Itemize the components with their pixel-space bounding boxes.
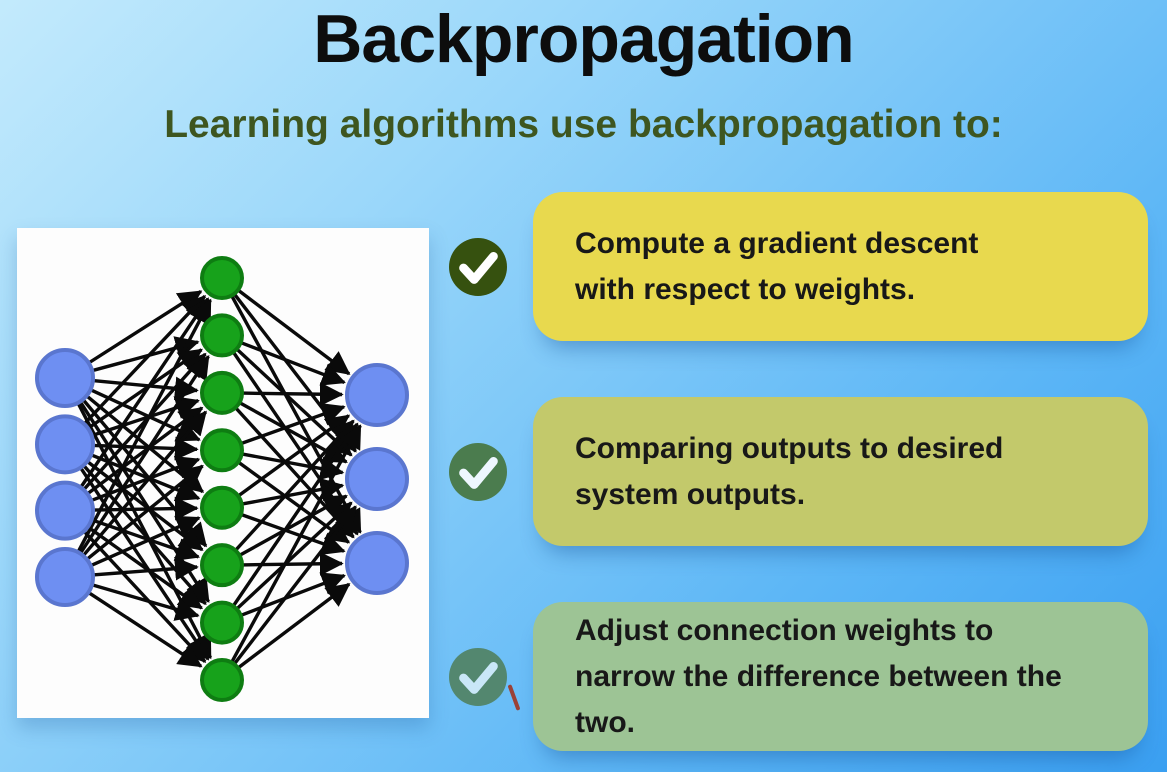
points-list: Compute a gradient descent with respect … bbox=[449, 192, 1148, 751]
neural-network-svg bbox=[35, 256, 409, 702]
point-text-line: with respect to weights. bbox=[575, 272, 916, 306]
check-icon bbox=[449, 442, 507, 501]
point-card: Comparing outputs to desired system outp… bbox=[533, 397, 1148, 546]
page-subtitle: Learning algorithms use backpropagation … bbox=[164, 103, 1003, 146]
point-row-3: Adjust connection weights to narrow the … bbox=[449, 602, 1148, 751]
point-text-line: Adjust connection weights to bbox=[575, 613, 994, 647]
point-text-line: Comparing outputs to desired bbox=[575, 431, 1004, 465]
check-icon bbox=[449, 237, 507, 296]
point-text-line: narrow the difference between the bbox=[575, 659, 1062, 693]
checkmark-glyph bbox=[459, 661, 498, 694]
point-row-1: Compute a gradient descent with respect … bbox=[449, 192, 1148, 341]
neural-network-diagram bbox=[17, 228, 429, 718]
point-row-2: Comparing outputs to desired system outp… bbox=[449, 397, 1148, 546]
point-text-line: two. bbox=[575, 705, 635, 739]
point-text-line: Compute a gradient descent bbox=[575, 226, 979, 260]
point-card: Adjust connection weights to narrow the … bbox=[533, 602, 1148, 751]
check-icon bbox=[449, 647, 507, 706]
point-text-line: system outputs. bbox=[575, 477, 806, 511]
page-title: Backpropagation bbox=[313, 1, 854, 77]
point-card: Compute a gradient descent with respect … bbox=[533, 192, 1148, 341]
checkmark-glyph bbox=[459, 251, 498, 284]
checkmark-glyph bbox=[459, 456, 498, 489]
